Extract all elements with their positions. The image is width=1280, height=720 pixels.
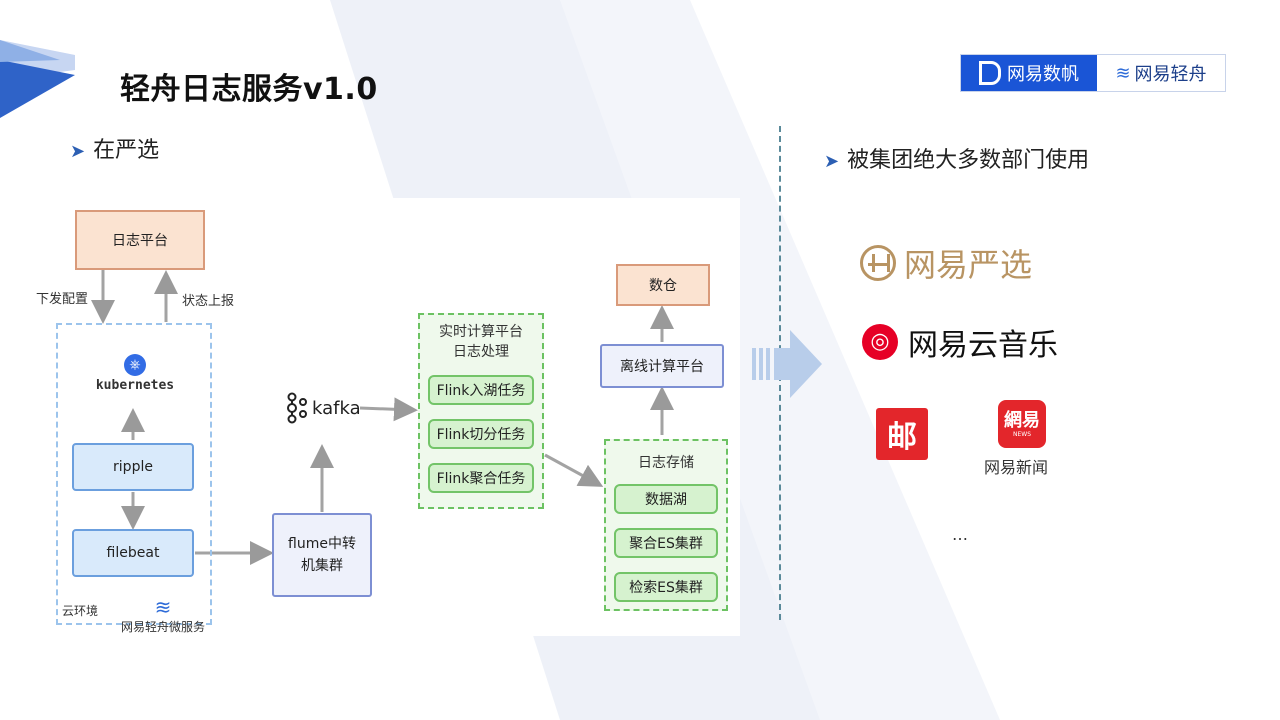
datalake-label: 数据湖 — [645, 492, 687, 508]
kafka-icon — [287, 392, 307, 424]
slide-title: 轻舟日志服务v1.0 — [120, 72, 378, 107]
brand-logo-2-text: 网易轻舟 — [1134, 64, 1207, 85]
realtime-compute-title: 实时计算平台 日志处理 — [439, 324, 523, 360]
es-agg-label: 聚合ES集群 — [629, 536, 703, 552]
right-bullet: ➤ 被集团绝大多数部门使用 — [824, 142, 1089, 174]
brand-logo-1: 网易数帆 — [961, 55, 1097, 91]
music-logo: ◎ 网易云音乐 — [862, 320, 1058, 364]
cloud-env-container — [56, 323, 212, 625]
datalake-box: 数据湖 — [614, 484, 718, 514]
flink-lake-label: Flink入湖任务 — [436, 383, 526, 399]
big-right-arrow-icon — [752, 330, 822, 398]
brand-logo-bar: 网易数帆 ≋ 网易轻舟 — [960, 54, 1226, 92]
issue-config-label: 下发配置 — [36, 292, 89, 307]
boat-icon: ≋ — [1115, 62, 1131, 84]
es-search-box: 检索ES集群 — [614, 572, 718, 602]
offline-compute-label: 离线计算平台 — [620, 359, 704, 375]
music-text: 网易云音乐 — [908, 328, 1058, 363]
bullet-arrow-icon: ➤ — [70, 141, 86, 162]
news-app-icon-sub: NEWS — [1012, 430, 1032, 438]
brand-mark-icon — [979, 61, 1001, 85]
ripple-box: ripple — [72, 443, 194, 491]
news-app-icon-text: 網易 — [1004, 409, 1040, 431]
flume-box: flume中转机集群 — [272, 513, 372, 597]
log-platform-label: 日志平台 — [112, 233, 168, 249]
yanxuan-icon — [860, 245, 896, 281]
status-report-label: 状态上报 — [182, 294, 235, 309]
kubernetes-icon: ⎈ — [124, 354, 146, 376]
boat-icon: ≋ — [154, 595, 172, 619]
flink-agg-label: Flink聚合任务 — [436, 471, 526, 487]
es-search-label: 检索ES集群 — [629, 580, 703, 596]
offline-compute-box: 离线计算平台 — [600, 344, 724, 388]
flink-split-task: Flink切分任务 — [428, 419, 534, 449]
yanxuan-logo: 网易严选 — [860, 240, 1032, 286]
cloud-env-label: 云环境 — [62, 604, 99, 618]
brand-logo-1-text: 网易数帆 — [1007, 64, 1079, 85]
kubernetes-label: kubernetes — [95, 378, 175, 393]
brand-logo-2: ≋ 网易轻舟 — [1097, 55, 1225, 91]
flink-split-label: Flink切分任务 — [436, 427, 526, 443]
ripple-label: ripple — [113, 459, 153, 475]
kafka-logo: kafka — [284, 392, 361, 424]
filebeat-box: filebeat — [72, 529, 194, 577]
filebeat-label: filebeat — [106, 545, 160, 561]
yanxuan-text: 网易严选 — [904, 246, 1033, 284]
left-bullet-text: 在严选 — [93, 138, 160, 163]
microservice-logo-text: 网易轻舟微服务 — [120, 620, 205, 634]
microservice-logo: ≋ 网易轻舟微服务 — [108, 596, 218, 635]
flink-agg-task: Flink聚合任务 — [428, 463, 534, 493]
log-platform-box: 日志平台 — [75, 210, 205, 270]
flume-label: flume中转机集群 — [288, 536, 356, 574]
flink-lake-task: Flink入湖任务 — [428, 375, 534, 405]
netease-music-icon: ◎ — [862, 324, 898, 360]
mail-app-icon-text: 邮 — [887, 420, 917, 455]
warehouse-box: 数仓 — [616, 264, 710, 306]
news-label: 网易新闻 — [984, 458, 1049, 477]
left-bullet: ➤ 在严选 — [70, 132, 159, 164]
kafka-label: kafka — [312, 397, 361, 419]
diagram-arrows — [91, 270, 674, 565]
kubernetes-logo: ⎈ kubernetes — [95, 354, 175, 393]
warehouse-label: 数仓 — [649, 278, 677, 294]
more-ellipsis: … — [952, 525, 968, 544]
es-agg-box: 聚合ES集群 — [614, 528, 718, 558]
log-storage-title: 日志存储 — [638, 455, 694, 471]
mail-app-icon: 邮 — [876, 408, 928, 460]
right-bullet-text: 被集团绝大多数部门使用 — [847, 148, 1090, 173]
bullet-arrow-icon: ➤ — [824, 151, 840, 172]
news-app-icon: 網易 NEWS — [998, 400, 1046, 448]
